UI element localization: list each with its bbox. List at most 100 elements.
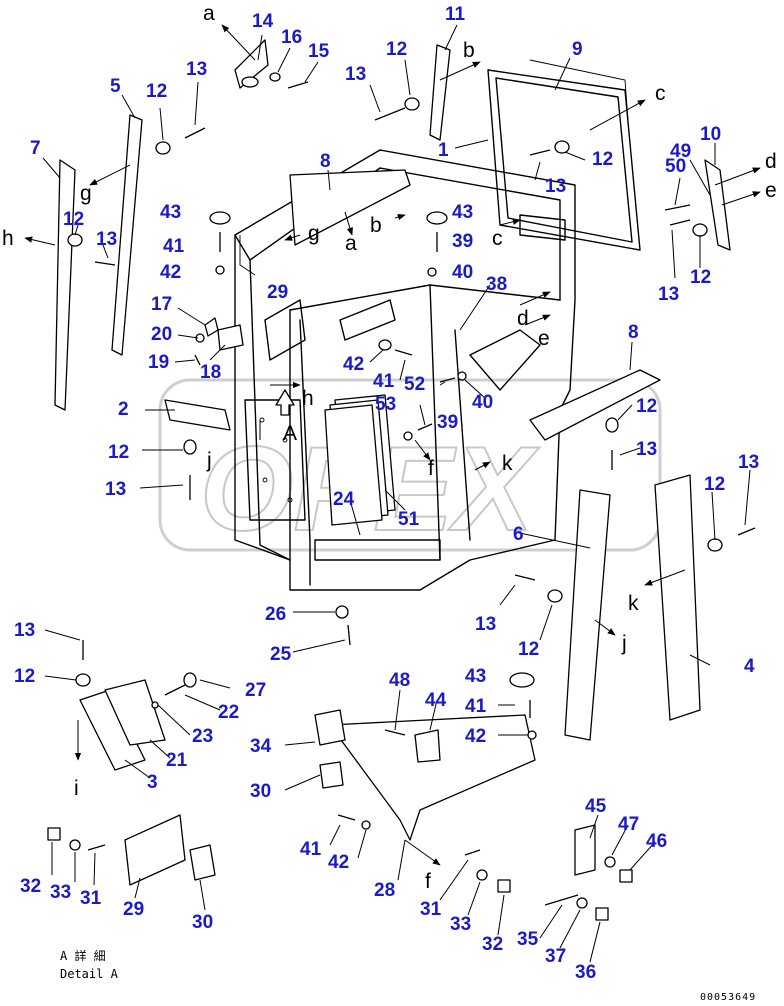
ref-h: h — [302, 387, 314, 410]
callout-46: 46 — [646, 831, 667, 852]
pillar-4 — [654, 474, 701, 721]
window-frame-9 — [487, 59, 641, 251]
callout-12: 12 — [704, 474, 725, 495]
callout-34: 34 — [250, 736, 272, 757]
callout-13: 13 — [186, 59, 207, 80]
callout-31: 31 — [80, 888, 102, 909]
callout-15: 15 — [308, 41, 330, 62]
callout-13: 13 — [475, 614, 496, 635]
reference-letters: a b c d e g h a b c g d e h A f k k j i … — [2, 2, 777, 893]
callout-52: 52 — [404, 374, 425, 395]
callout-48: 48 — [389, 670, 410, 691]
ref-g: g — [80, 182, 92, 205]
callout-38: 38 — [486, 274, 507, 295]
callout-13: 13 — [738, 452, 759, 473]
plate-21 — [104, 679, 166, 746]
ref-e: e — [538, 327, 550, 350]
lower-brackets — [79, 679, 596, 886]
callout-33: 33 — [50, 882, 71, 903]
ref-g: g — [308, 222, 320, 245]
callout-41: 41 — [300, 839, 322, 860]
callout-42: 42 — [160, 262, 181, 283]
strip-10 — [704, 159, 731, 251]
callout-36: 36 — [575, 962, 596, 983]
callout-41: 41 — [465, 696, 487, 717]
callout-33: 33 — [450, 914, 471, 935]
window-glass-24 — [324, 394, 396, 526]
ref-j: j — [621, 632, 627, 655]
ref-e: e — [765, 179, 777, 202]
part-callouts: 14 16 15 11 12 13 9 5 12 13 7 1 12 13 50… — [14, 4, 759, 983]
callout-32: 32 — [20, 876, 41, 897]
callout-10: 10 — [700, 124, 721, 145]
callout-11: 11 — [445, 4, 466, 25]
callout-42: 42 — [328, 852, 349, 873]
callout-41: 41 — [163, 236, 185, 257]
callout-50: 50 — [665, 156, 686, 177]
ref-A: A — [283, 422, 297, 445]
ref-k: k — [628, 592, 639, 615]
callout-14: 14 — [252, 11, 274, 32]
plate-30-detail — [189, 844, 216, 881]
pillar-6 — [564, 489, 611, 741]
callout-45: 45 — [585, 796, 607, 817]
detail-caption: A 詳 細 Detail A — [60, 948, 119, 981]
callout-27: 27 — [245, 680, 266, 701]
callout-21: 21 — [166, 750, 188, 771]
callout-1: 1 — [438, 140, 449, 161]
detail-caption-en: Detail A — [60, 967, 119, 981]
callout-49: 49 — [670, 141, 691, 162]
callout-7: 7 — [30, 138, 41, 159]
callout-31: 31 — [420, 899, 442, 920]
callout-6: 6 — [513, 524, 524, 545]
callout-51: 51 — [398, 509, 420, 530]
callout-53: 53 — [375, 394, 396, 415]
callout-13: 13 — [345, 64, 366, 85]
callout-37: 37 — [545, 946, 566, 967]
rail-8-top — [289, 169, 411, 246]
detail-caption-ja: A 詳 細 — [60, 948, 106, 963]
callout-13: 13 — [636, 439, 657, 460]
ref-f: f — [425, 870, 431, 893]
callout-43: 43 — [160, 202, 181, 223]
callout-25: 25 — [270, 644, 292, 665]
callout-12: 12 — [690, 267, 711, 288]
callout-12: 12 — [386, 39, 407, 60]
callout-12: 12 — [518, 639, 539, 660]
callout-22: 22 — [218, 702, 239, 723]
ref-j: j — [206, 449, 212, 472]
callout-13: 13 — [96, 229, 117, 250]
ref-a: a — [345, 232, 357, 255]
callout-29: 29 — [267, 282, 288, 303]
callout-30: 30 — [250, 781, 271, 802]
strip-7 — [54, 159, 76, 411]
callout-43: 43 — [465, 666, 486, 687]
ref-d: d — [765, 150, 777, 173]
ref-c: c — [655, 82, 666, 105]
ref-d: d — [517, 307, 529, 330]
callout-30: 30 — [192, 912, 213, 933]
ref-i: i — [74, 777, 79, 800]
callout-43: 43 — [452, 202, 473, 223]
ref-b: b — [463, 39, 475, 62]
reference-arrows — [24, 24, 761, 866]
ref-h: h — [2, 227, 14, 250]
bracket-28 — [329, 714, 536, 841]
callout-40: 40 — [452, 262, 473, 283]
callout-12: 12 — [14, 666, 35, 687]
bracket-29-detail — [124, 814, 186, 886]
callout-4: 4 — [744, 656, 755, 677]
callout-8: 8 — [320, 151, 331, 172]
strip-11 — [429, 44, 451, 141]
rail-2 — [164, 399, 231, 431]
callout-12: 12 — [63, 209, 84, 230]
callout-13: 13 — [105, 479, 126, 500]
callout-20: 20 — [151, 324, 172, 345]
callout-12: 12 — [108, 442, 129, 463]
callout-39: 39 — [437, 412, 458, 433]
ref-k: k — [502, 452, 513, 475]
callout-13: 13 — [545, 176, 566, 197]
callout-28: 28 — [374, 880, 395, 901]
callout-47: 47 — [618, 814, 639, 835]
callout-41: 41 — [373, 371, 395, 392]
